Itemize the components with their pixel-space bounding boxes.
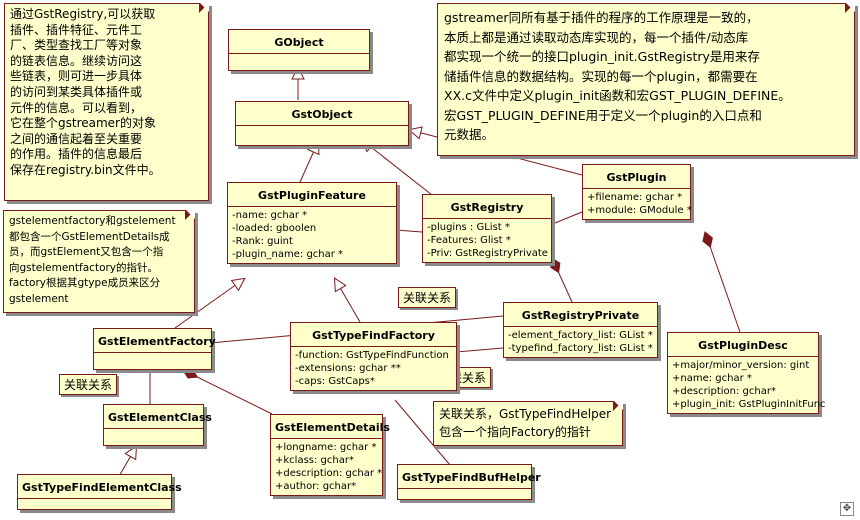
class-gstelementdetails[interactable]: GstElementDetails +longname: gchar * +kc… [270, 414, 390, 496]
attr-row: +longname: gchar * [275, 442, 377, 453]
class-gstobject-name: GstObject [291, 108, 353, 121]
class-gobject-name: GObject [274, 36, 324, 49]
assoc-elemfactory-details [182, 368, 273, 415]
assoc-feature-registry [395, 229, 423, 233]
assoc-registry-private [550, 257, 573, 303]
class-gstplugin-attrs: +filename: gchar * +module: GModule * [583, 188, 692, 219]
class-gstelementfactory-name: GstElementFactory [98, 335, 216, 348]
attr-row: -function: GstTypeFindFunction [295, 350, 449, 361]
class-gstelementfactory-attrs [94, 352, 211, 369]
class-gsttypefindfactory-attrs: -function: GstTypeFindFunction -extensio… [291, 346, 456, 390]
attr-row: -Features: Glist * [427, 235, 511, 246]
class-gobject[interactable]: GObject [228, 29, 370, 71]
helper-note: 关联关系，GstTypeFindHelper 包含一个指向Factory的指针 [433, 401, 623, 446]
class-gstelementclass[interactable]: GstElementClass [103, 404, 212, 446]
attr-row: +kclass: gchar* [275, 455, 354, 466]
class-gsttypefindelementclass-attrs [18, 498, 171, 509]
class-gstelementclass-name: GstElementClass [108, 411, 212, 424]
attr-row: +description: gchar * [275, 468, 383, 479]
plugin-note: gstreamer同所有基于插件的程序的工作原理是一致的， 本质上都是通过读取动… [437, 3, 855, 156]
attr-row: -loaded: gboolen [232, 223, 317, 234]
class-gstregistry[interactable]: GstRegistry -plugins : GList * -Features… [422, 194, 552, 263]
class-gstregistryprivate-attrs: -element_factory_list: GList * -typefind… [504, 326, 657, 357]
class-gstplugindesc-attrs: +major/minor_version: gint +name: gchar … [668, 356, 826, 413]
class-gsttypefindelementclass[interactable]: GstTypeFindElementClass [17, 474, 182, 510]
attr-row: -Priv: GstRegistryPrivate [427, 248, 548, 259]
attr-row: -typefind_factory_list: GList * [508, 343, 653, 354]
inherit-elemfactory-feature [174, 279, 244, 329]
class-gstplugin-name: GstPlugin [606, 171, 667, 184]
attr-row: -name: gchar * [232, 210, 308, 221]
plugin-note-text: gstreamer同所有基于插件的程序的工作原理是一致的， 本质上都是通过读取动… [444, 10, 791, 142]
class-gsttypefindbufhelper-name: GstTypeFindBufHelper [402, 471, 541, 484]
class-gstplugindesc-name: GstPluginDesc [698, 339, 788, 352]
attr-row: +description: gchar* [672, 386, 776, 397]
assoc-typefind-private [455, 347, 504, 353]
class-gstregistry-name: GstRegistry [450, 201, 524, 214]
assoc-plugin-desc [702, 231, 741, 333]
class-gsttypefindelementclass-name: GstTypeFindElementClass [22, 481, 182, 494]
attr-row: +plugin_init: GstPluginInitFunc [672, 399, 826, 410]
class-gsttypefindbufhelper[interactable]: GstTypeFindBufHelper [397, 464, 541, 500]
class-gstelementclass-attrs [104, 428, 203, 445]
attr-row: +name: gchar * [672, 373, 752, 384]
class-gstplugindesc[interactable]: GstPluginDesc +major/minor_version: gint… [667, 332, 826, 414]
class-gstpluginfeature-attrs: -name: gchar * -loaded: gboolen -Rank: g… [228, 206, 396, 263]
attr-row: -plugin_name: gchar * [232, 249, 344, 260]
attr-row: -plugins : GList * [427, 222, 510, 233]
assoc-typefind-helper [394, 399, 451, 466]
attr-row: +author: gchar* [275, 481, 357, 492]
attr-row: +filename: gchar * [587, 192, 683, 203]
class-gobject-attrs [229, 53, 369, 70]
inherit-typefind-feature [335, 279, 361, 323]
attr-row: -extensions: gchar ** [295, 363, 401, 374]
class-gstregistryprivate[interactable]: GstRegistryPrivate -element_factory_list… [503, 302, 658, 358]
attr-row: -caps: GstCaps* [295, 376, 375, 387]
class-gstobject-attrs [236, 125, 408, 145]
move-arrows-icon[interactable]: ✥ [840, 502, 854, 516]
class-gsttypefindfactory[interactable]: GstTypeFindFactory -function: GstTypeFin… [290, 322, 457, 391]
class-gstelementdetails-name: GstElementDetails [275, 421, 390, 434]
class-gsttypefindfactory-name: GstTypeFindFactory [312, 329, 435, 342]
class-gstobject[interactable]: GstObject [235, 101, 409, 146]
class-gstplugin[interactable]: GstPlugin +filename: gchar * +module: GM… [582, 164, 692, 220]
class-gstpluginfeature-name: GstPluginFeature [258, 189, 366, 202]
attr-row: +module: GModule * [587, 205, 692, 216]
class-gstelementfactory[interactable]: GstElementFactory [93, 328, 216, 370]
class-gstregistryprivate-name: GstRegistryPrivate [521, 309, 640, 322]
class-gsttypefindbufhelper-attrs [398, 488, 531, 499]
attr-row: +major/minor_version: gint [672, 360, 810, 371]
inherit-tfelemclass-elemclass [117, 447, 136, 479]
assoc-registry-plugin [549, 211, 583, 226]
element-note: gstelementfactory和gstelement 都包含一个GstEle… [3, 210, 195, 313]
assoc-label-1: 关联关系 [398, 287, 457, 308]
class-gstregistry-attrs: -plugins : GList * -Features: Glist * -P… [423, 218, 551, 262]
class-gstpluginfeature[interactable]: GstPluginFeature -name: gchar * -loaded:… [227, 182, 397, 264]
attr-row: -Rank: guint [232, 236, 293, 247]
helper-note-text: 关联关系，GstTypeFindHelper 包含一个指向Factory的指针 [439, 407, 612, 439]
assoc-label-2: 关联关系 [59, 374, 118, 395]
attr-row: -element_factory_list: GList * [508, 330, 653, 341]
registry-note: 通过GstRegistry,可以获取 插件、插件特征、元件工 厂、类型查找工厂等… [4, 3, 209, 201]
inherit-registry-gstobject [362, 140, 433, 196]
registry-note-text: 通过GstRegistry,可以获取 插件、插件特征、元件工 厂、类型查找工厂等… [10, 7, 161, 177]
element-note-text: gstelementfactory和gstelement 都包含一个GstEle… [9, 215, 176, 305]
class-gstelementdetails-attrs: +longname: gchar * +kclass: gchar* +desc… [271, 438, 382, 495]
inherit-feature-gstobject [299, 142, 318, 183]
